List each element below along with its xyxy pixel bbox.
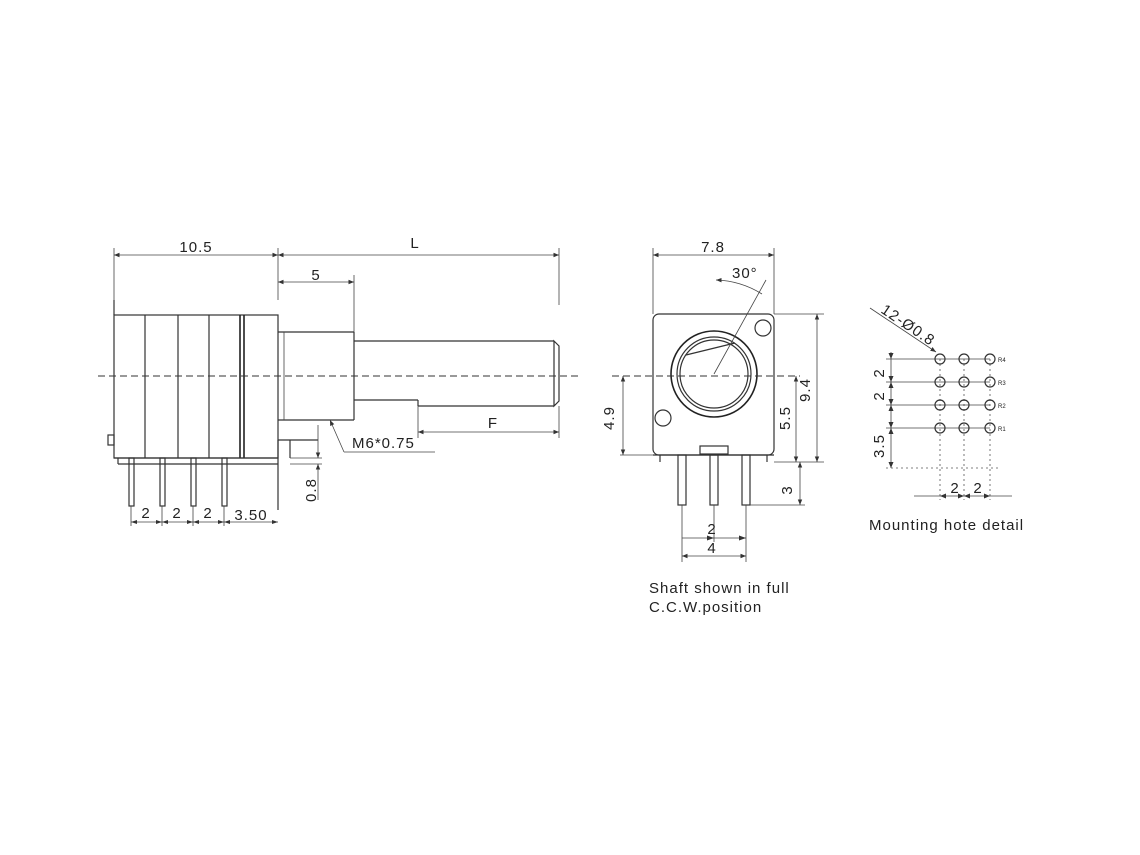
front-view: 30° 7.8 9.4 5.5 4.9 3	[601, 239, 824, 616]
hole	[984, 376, 996, 388]
hole-grid	[934, 353, 996, 434]
corner-hole-top	[754, 319, 772, 337]
body-stack	[107, 300, 279, 465]
mounting-caption: Mounting hote detail	[869, 517, 1024, 534]
col-pitch-2: 2	[973, 480, 982, 497]
row-pitch-3: 3.5	[871, 434, 888, 458]
pin-pitch-3: 2	[203, 505, 212, 522]
caption-line-1: Shaft shown in full	[649, 580, 790, 597]
front-pin-left	[677, 454, 687, 506]
dim-front-pin-pitch: 2	[707, 521, 716, 538]
dim-bushing-length: 5	[311, 267, 320, 284]
pin-pitch-2: 2	[172, 505, 181, 522]
hole	[958, 422, 970, 434]
dim-left-height: 4.9	[601, 406, 618, 430]
dim-last-pin: 3.50	[234, 507, 267, 524]
row-pitch-2: 2	[871, 391, 888, 400]
dim-body-length: 10.5	[179, 239, 212, 256]
hole	[984, 399, 996, 411]
dim-front-width: 7.8	[701, 239, 725, 256]
hole	[984, 422, 996, 434]
dim-pin-offset: 0.8	[303, 478, 320, 502]
thread-callout: M6*0.75	[352, 435, 415, 452]
dim-pin-length: 3	[779, 485, 796, 494]
side-pins	[128, 440, 291, 510]
dim-front-pin-span: 4	[707, 540, 716, 557]
bushing-outer-circle	[670, 330, 758, 418]
row-label-r2: R2	[998, 404, 1006, 410]
caption-line-2: C.C.W.position	[649, 599, 762, 616]
bushing-inner-circle	[676, 336, 752, 412]
front-pin-center	[709, 454, 719, 506]
dim-shaft-length: L	[410, 235, 419, 252]
threaded-bushing	[278, 331, 355, 441]
row-label-r3: R3	[998, 381, 1006, 387]
shaft	[354, 339, 560, 408]
hole	[934, 376, 946, 388]
hole	[984, 353, 996, 365]
hole	[958, 376, 970, 388]
front-pin-right	[741, 454, 751, 506]
hole	[934, 353, 946, 365]
hole	[958, 353, 970, 365]
dim-flat-length: F	[488, 415, 498, 432]
hole-diameter-label: 12-Ø0.8	[878, 301, 938, 349]
angle-label: 30°	[732, 265, 758, 282]
hole	[934, 422, 946, 434]
mounting-detail: 12-Ø0.8 2 2 3.5	[869, 301, 1024, 534]
row-pitch-1: 2	[871, 368, 888, 377]
col-pitch-1: 2	[950, 480, 959, 497]
side-view: 10.5 L 5 F M6*0.75 0.8 2 2 2 3.50	[98, 235, 578, 526]
row-label-r1: R1	[998, 427, 1006, 433]
corner-hole-bottom	[654, 409, 672, 427]
pin-pitch-1: 2	[141, 505, 150, 522]
dim-center-height: 5.5	[777, 406, 794, 430]
hole	[958, 399, 970, 411]
hole	[934, 399, 946, 411]
row-label-r4: R4	[998, 358, 1006, 364]
dim-front-height: 9.4	[797, 378, 814, 402]
shaft-circle	[679, 339, 749, 409]
